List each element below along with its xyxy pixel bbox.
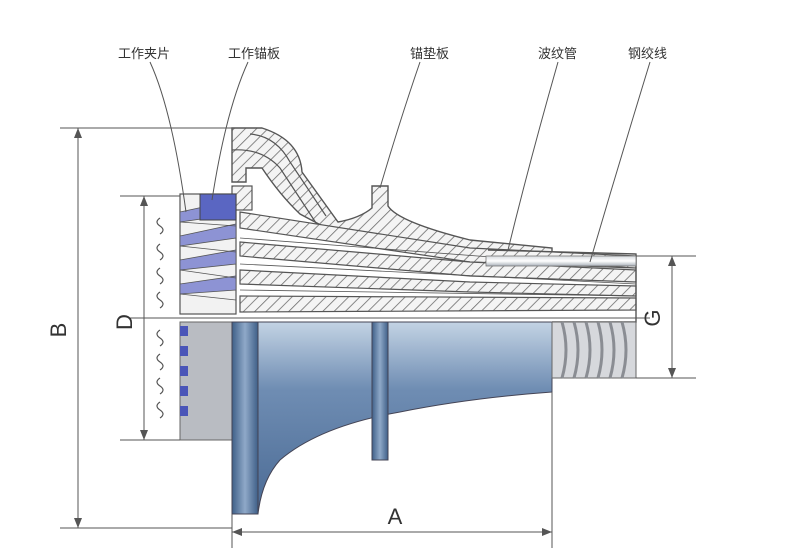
corrugated-duct [551, 321, 637, 379]
anchor-plate-block [199, 193, 237, 221]
strand-bands [239, 211, 637, 323]
lower-external-view [156, 321, 637, 515]
label-clip: 工作夹片 [118, 47, 170, 62]
dimension-g-label: G [640, 309, 665, 326]
dimension-d-label: D [112, 314, 137, 330]
dimension-lines [60, 127, 696, 548]
dimension-b-label: B [46, 323, 71, 338]
label-bearing-plate: 锚垫板 [410, 46, 449, 62]
leader-lines [149, 61, 651, 263]
dimension-arrows [74, 128, 676, 536]
anchor-head [156, 193, 237, 315]
label-strand: 钢绞线 [628, 46, 667, 62]
label-duct: 波纹管 [538, 47, 577, 62]
dimension-a-label: A [388, 504, 403, 529]
label-anchor-plate: 工作锚板 [228, 47, 280, 62]
bearing-plate-section [231, 127, 553, 261]
